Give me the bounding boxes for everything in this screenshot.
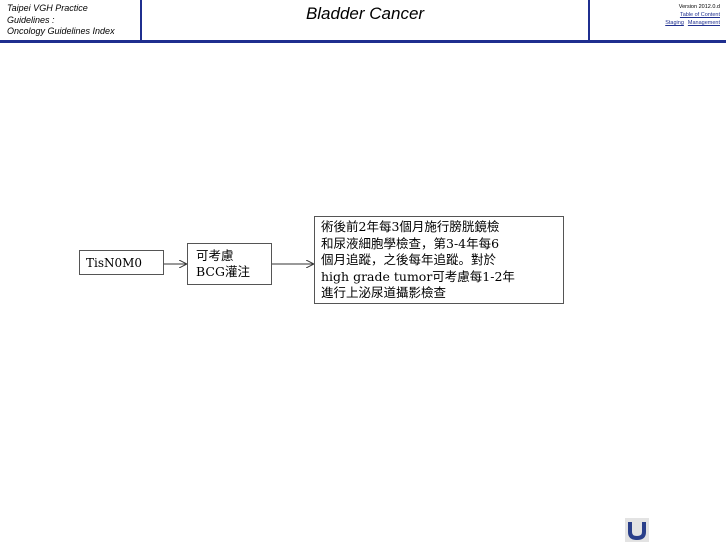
guideline-line-1: Taipei VGH Practice [7,3,88,13]
followup-box: 術後前2年每3個月施行膀胱鏡檢 和尿液細胞學檢查，第3-4年每6 個月追蹤，之後… [314,216,564,304]
followup-line-3: 個月追蹤，之後每年追蹤。對於 [321,252,497,267]
version-label: Version 2012.0.d [678,4,720,10]
page-title: Bladder Cancer [305,4,425,23]
treatment-box: 可考慮 BCG灌注 [187,243,272,285]
staging-link[interactable]: Staging [665,20,684,26]
followup-line-2: 和尿液細胞學檢查，第3-4年每6 [321,235,500,251]
nav-links-cell: Version 2012.0.d Table of Content Stagin… [590,0,726,40]
guideline-index-text[interactable]: Taipei VGH Practice Guidelines : Oncolog… [7,3,137,38]
header-divider [588,0,590,42]
guideline-index-cell: Taipei VGH Practice Guidelines : Oncolog… [0,0,140,40]
return-arrow-icon [628,522,646,541]
guideline-line-2: Guidelines : [7,14,55,25]
table-of-content-link[interactable]: Table of Content [679,12,720,18]
header-right: Version 2012.0.d Table of Content Stagin… [665,3,720,27]
management-link[interactable]: Management [687,20,720,26]
header-bar: Taipei VGH Practice Guidelines : Oncolog… [0,0,726,43]
return-button[interactable] [625,518,649,542]
treatment-line-1: 可考慮 [196,248,234,263]
header-divider [140,0,142,42]
title-cell: Bladder Cancer [142,0,588,40]
header-underline [0,40,726,43]
stage-box: TisN0M0 [79,250,164,275]
followup-line-4: high grade tumor可考慮每1-2年 [321,268,515,284]
guideline-line-3: Oncology Guidelines Index [7,26,115,36]
followup-line-1: 術後前2年每3個月施行膀胱鏡檢 [321,219,500,234]
treatment-line-2: BCG灌注 [196,264,250,279]
followup-line-5: 進行上泌尿道攝影檢查 [321,285,447,300]
